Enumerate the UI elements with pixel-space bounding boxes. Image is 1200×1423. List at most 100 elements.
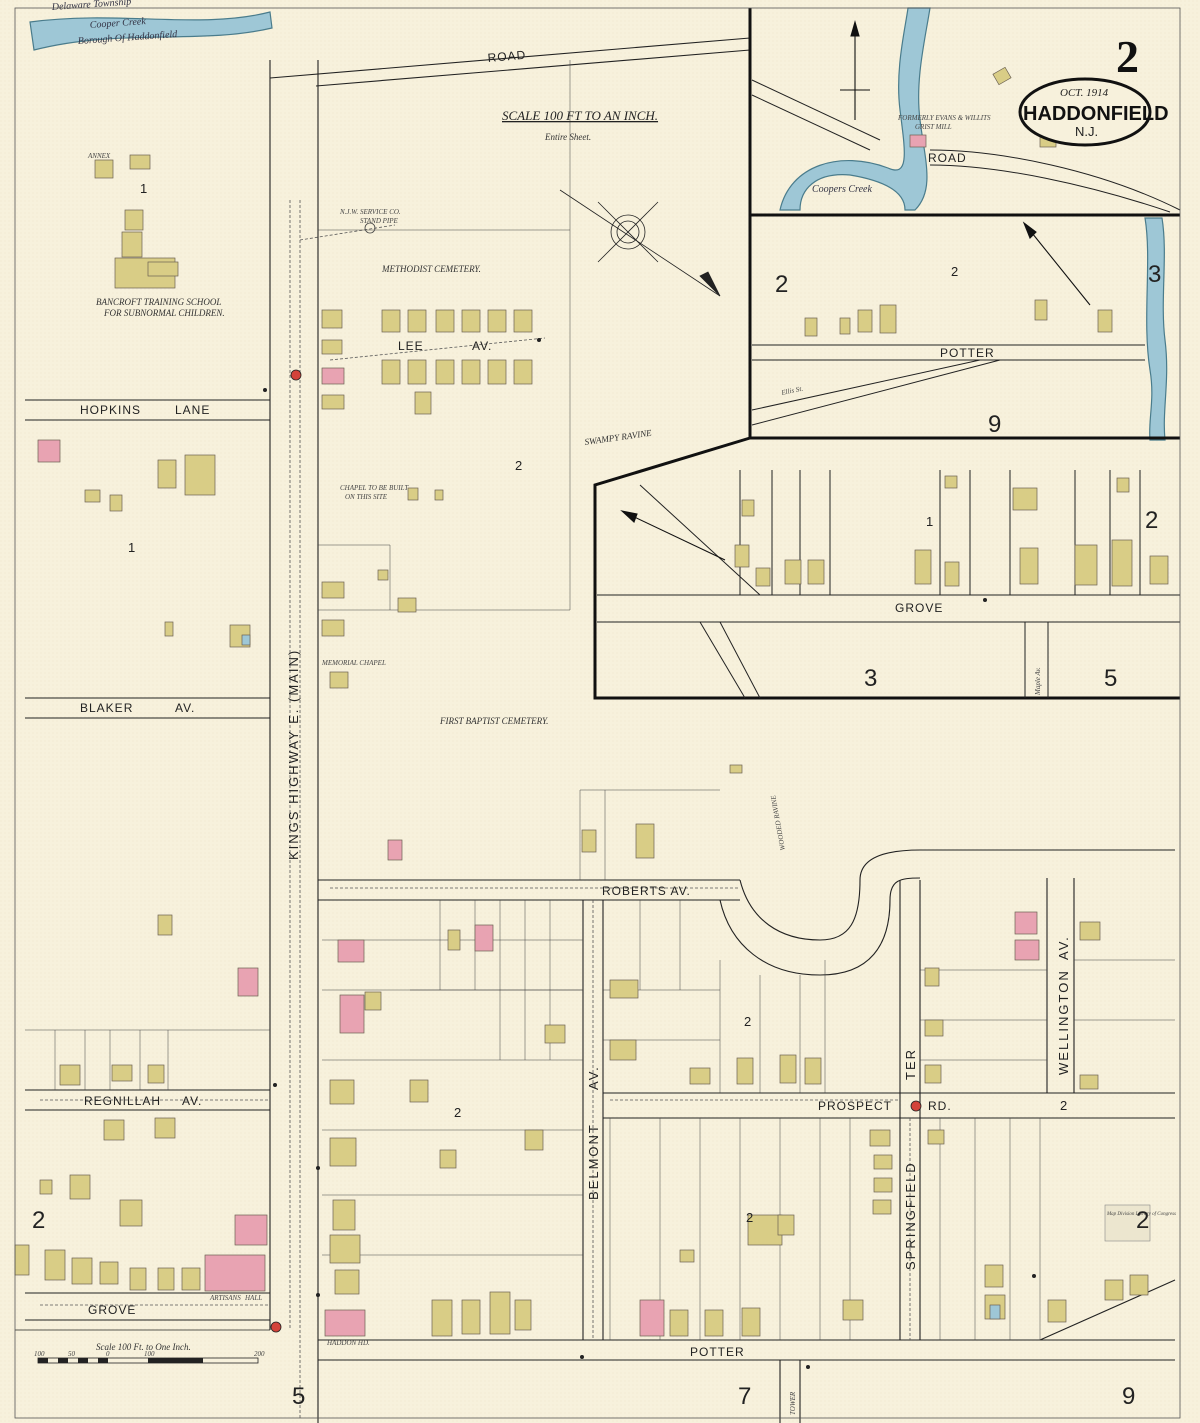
block-number: 1 <box>926 514 933 529</box>
coopers-creek-label: Coopers Creek <box>812 184 872 195</box>
belmont-label: BELMONT <box>586 1123 601 1200</box>
annex-label: ANNEX <box>87 152 111 160</box>
lee-av-label: AV. <box>472 339 492 353</box>
inset-top-roads <box>751 79 1181 213</box>
inset-potter-roads <box>751 344 1145 426</box>
kings-highway-label: KINGS HIGHWAY E. (MAIN) <box>286 649 301 860</box>
creek-right-inset <box>1144 217 1168 441</box>
sheet-number: 2 <box>1116 31 1139 82</box>
scale-bar-caption: Scale 100 Ft. to One Inch. <box>96 1342 191 1352</box>
nj-water-label-2: STAND PIPE <box>360 217 399 225</box>
road-top-label: ROAD <box>487 48 527 65</box>
block-number: 2 <box>454 1105 461 1120</box>
block-number: 9 <box>1122 1383 1135 1410</box>
grist-mill-label-1: FORMERLY EVANS & WILLITS <box>897 114 991 122</box>
scale-tick: 50 <box>68 1350 76 1358</box>
inset-grove-roads <box>597 470 1180 699</box>
block-number: 1 <box>140 181 147 196</box>
block-number: 5 <box>1104 665 1117 692</box>
north-arrow-icons <box>620 19 1091 561</box>
road-inset-label: ROAD <box>928 151 967 165</box>
chapel-to-build-1: CHAPEL TO BE BUILT <box>340 484 409 492</box>
baptist-label: FIRST BAPTIST CEMETERY. <box>439 716 548 726</box>
sheet-border <box>14 7 1181 1419</box>
block-number: 2 <box>951 264 958 279</box>
nj-water-label-1: N.J.W. SERVICE CO. <box>339 208 401 216</box>
scale-tick: 100 <box>34 1350 45 1358</box>
artisans-label-1: ARTISANS <box>209 1294 241 1302</box>
library-stamp-text: Map Division Library of Congress <box>1106 1212 1176 1217</box>
regnillah-av-label: AV. <box>182 1094 202 1108</box>
scale-tick: 0 <box>106 1350 110 1358</box>
bancroft-label-1: BANCROFT TRAINING SCHOOL <box>96 297 221 307</box>
potter-inset-label: POTTER <box>940 346 995 360</box>
block-number: 2 <box>1145 507 1158 534</box>
belmont-av-label: AV. <box>586 1065 601 1090</box>
buildings <box>14 66 1149 1337</box>
cooper-creek-label: Cooper Creek <box>89 16 146 31</box>
maple-label: Maple Av. <box>1034 667 1042 696</box>
prospect-rd-label: RD. <box>928 1099 952 1113</box>
coopers-creek-inset <box>779 7 931 211</box>
scale-sub: Entire Sheet. <box>544 132 591 142</box>
block-number: 2 <box>32 1207 45 1234</box>
grove-inset-label: GROVE <box>895 601 943 615</box>
block-number: 3 <box>864 665 877 692</box>
regnillah-label: REGNILLAH <box>84 1094 161 1108</box>
grove-bottom-label: GROVE <box>88 1303 136 1317</box>
grist-mill-label-2: GRIST MILL <box>915 123 952 131</box>
methodist-label: METHODIST CEMETERY. <box>381 264 481 274</box>
scale-bar: Scale 100 Ft. to One Inch. 100 50 0 100 … <box>15 1329 270 1364</box>
artisans-label-2: HALL <box>244 1294 262 1302</box>
inset-frames <box>593 8 1180 700</box>
springfield-label: SPRINGFIELD <box>903 1161 918 1270</box>
blaker-label: BLAKER <box>80 701 133 715</box>
blaker-av-label: AV. <box>175 701 195 715</box>
lee-label: LEE <box>398 339 424 353</box>
stand-pipe <box>364 222 376 234</box>
block-number: 7 <box>738 1383 751 1410</box>
water-features <box>29 7 1168 441</box>
town-name: HADDONFIELD <box>1023 103 1169 125</box>
block-number: 2 <box>744 1014 751 1029</box>
wellington-label: WELLINGTON <box>1056 969 1071 1075</box>
water-pipes <box>40 200 911 1420</box>
block-number: 9 <box>988 411 1001 438</box>
springfield-ter-label: TER <box>903 1048 918 1080</box>
cooper-creek-top <box>29 11 273 51</box>
wellington-av-label: AV. <box>1056 935 1071 960</box>
tower-label: TOWER <box>789 1391 797 1415</box>
hydrants <box>263 338 1036 1369</box>
compass-rose-icon <box>559 189 721 297</box>
potter-bottom-label: POTTER <box>690 1345 745 1359</box>
block-number: 2 <box>775 271 788 298</box>
block-number: 2 <box>1136 1207 1149 1234</box>
chapel-to-build-2: ON THIS SITE <box>345 493 388 501</box>
inset-grove-buildings <box>734 475 1169 587</box>
inset-potter-buildings <box>804 299 1113 337</box>
library-stamp <box>1104 1204 1151 1242</box>
title-cartouche <box>1018 77 1152 147</box>
haddon-hall-label: HADDON HD. <box>326 1339 370 1347</box>
roberts-label: ROBERTS AV. <box>602 884 691 898</box>
bancroft-label-2: FOR SUBNORMAL CHILDREN. <box>103 308 225 318</box>
state-name: N.J. <box>1075 124 1098 139</box>
block-number: 2 <box>1060 1098 1067 1113</box>
prospect-label: PROSPECT <box>818 1099 892 1113</box>
street-lines <box>25 37 1176 1423</box>
block-number: 2 <box>515 458 522 473</box>
block-number: 5 <box>292 1383 305 1410</box>
block-number: 1 <box>128 540 135 555</box>
lane-label: LANE <box>175 403 210 417</box>
scale-tick: 100 <box>144 1350 155 1358</box>
hopkins-label: HOPKINS <box>80 403 141 417</box>
scale-header: SCALE 100 FT TO AN INCH. <box>502 108 658 123</box>
block-number: 2 <box>746 1210 753 1225</box>
sheet-date: OCT. 1914 <box>1060 87 1109 99</box>
scale-tick: 200 <box>254 1350 265 1358</box>
block-number: 3 <box>1148 261 1161 288</box>
memorial-label: MEMORIAL CHAPEL <box>321 659 386 667</box>
